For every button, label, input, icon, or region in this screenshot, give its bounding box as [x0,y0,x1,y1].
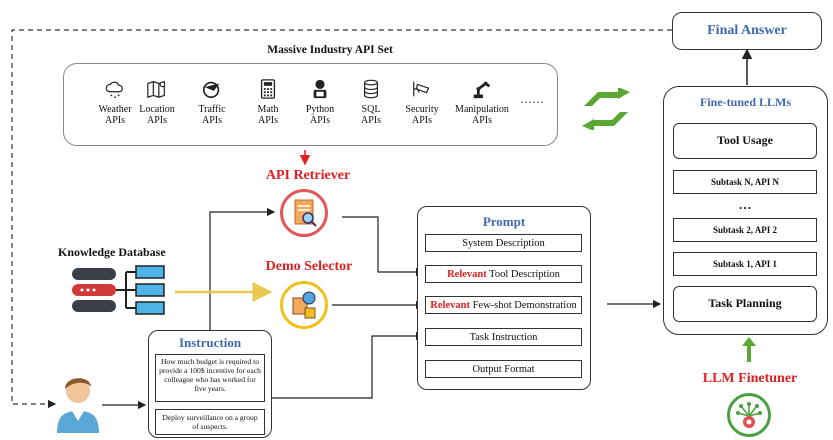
calculator-icon [260,79,276,99]
prompt-fewshot-demonstration: Relevant Few-shot Demonstration [425,296,582,314]
llm-finetuner-label: LLM Finetuner [702,371,798,386]
api-item-sql: SQL APIs [343,78,399,126]
knowledge-database-icon [72,265,165,315]
subtask-n-box: Subtask N, API N [673,170,817,194]
api-retriever-label: API Retriever [265,168,351,183]
tool-usage-box: Tool Usage [673,123,817,159]
api-item-traffic: Traffic APIs [184,78,240,126]
robot-arm-icon [473,81,491,99]
api-retriever-icon [280,189,328,237]
task-planning-box: Task Planning [673,286,817,322]
demo-selector-label: Demo Selector [265,259,353,274]
user-avatar-icon [57,378,99,433]
subtask-ellipsis: … [738,197,752,212]
final-answer-box: Final Answer [672,12,822,50]
programmer-icon [313,79,327,99]
api-item-weather: Weather APIs [87,78,143,126]
prompt-row-label: Task Instruction [469,331,538,343]
final-answer-label: Final Answer [707,23,787,38]
knowledge-db-label: Knowledge Database [58,245,166,259]
subtask-1-box: Subtask 1, API 1 [673,252,817,276]
api-label: Python APIs [305,104,335,126]
api-item-location: Location APIs [129,78,185,126]
api-item-python: Python APIs [292,78,348,126]
traffic-icon [202,81,220,99]
instruction-query-1: How much budget is required to provide a… [155,354,265,402]
api-label: Traffic APIs [198,104,226,126]
prompt-row-label: Output Format [472,363,535,375]
subtask-label: Subtask N, API N [710,177,780,187]
refresh-cycle-icon [582,88,630,130]
llms-title: Fine-tuned LLMs [699,95,791,109]
api-set-title: Massive Industry API Set [267,44,393,56]
database-icon [363,79,379,99]
subtask-label: Subtask 2, API 2 [712,225,778,235]
weather-icon [105,81,123,99]
prompt-row-label: System Description [462,237,545,249]
api-label: Location APIs [139,104,175,126]
prompt-row-label: Few-shot Demonstration [469,299,577,311]
api-set-box [63,63,558,146]
tool-usage-label: Tool Usage [717,133,773,147]
api-label: Security APIs [405,104,439,126]
api-item-security: Security APIs [394,78,450,126]
prompt-system-description: System Description [425,234,582,252]
subtask-label: Subtask 1, API 1 [712,259,778,269]
relevant-tag: Relevant [430,299,470,311]
demo-selector-icon [280,281,328,329]
prompt-task-instruction: Task Instruction [425,328,582,346]
prompt-row-label: Tool Description [486,268,560,280]
api-item-manipulation: Manipulation APIs [450,78,514,126]
map-icon [147,80,166,99]
instruction-title: Instruction [178,335,242,350]
api-label: Manipulation APIs [455,104,509,126]
subtask-2-box: Subtask 2, API 2 [673,218,817,242]
prompt-output-format: Output Format [425,360,582,378]
api-label: SQL APIs [360,104,381,126]
api-ellipsis: …… [520,92,544,106]
instruction-box [148,330,272,438]
api-label: Math APIs [257,104,279,126]
prompt-title: Prompt [482,214,526,229]
api-label: Weather APIs [98,104,132,126]
task-planning-label: Task Planning [708,296,782,310]
prompt-tool-description: Relevant Tool Description [425,265,582,283]
relevant-tag: Relevant [447,268,487,280]
camera-icon [413,81,430,97]
instruction-query-2: Deploy surveillance on a group of suspec… [155,409,265,435]
finetuner-icon [727,393,771,437]
api-item-math: Math APIs [240,78,296,126]
